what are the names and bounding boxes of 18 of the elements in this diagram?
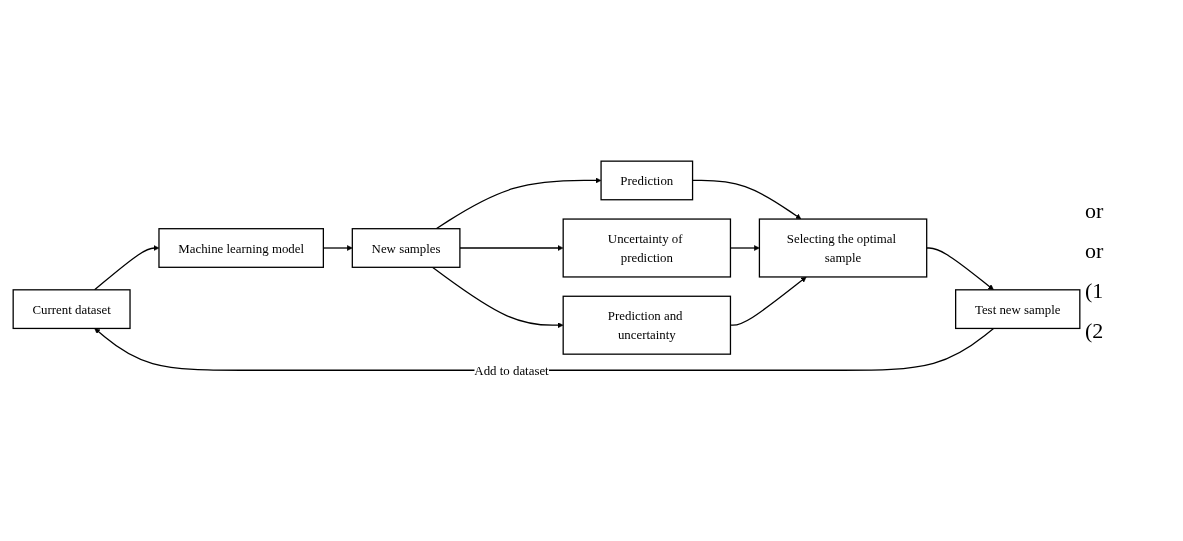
note-text: or <box>1085 197 1105 224</box>
node-box: Selecting the optimal sample <box>758 218 928 278</box>
node-box: New samples <box>351 228 461 268</box>
node-box: Test new sample <box>955 289 1081 330</box>
note-text: (1 <box>1085 277 1105 304</box>
node-box: Uncertainty of prediction <box>562 218 732 278</box>
arrow <box>459 245 564 251</box>
node-box: Prediction <box>600 160 694 201</box>
arrow <box>926 247 994 291</box>
node-box: Current dataset <box>12 289 131 330</box>
arrow <box>435 177 602 230</box>
arrow <box>94 327 995 371</box>
node-box: Machine learning model <box>158 228 324 268</box>
edge-label: Add to dataset <box>474 363 549 378</box>
arrow <box>431 266 564 328</box>
note-text: (2 <box>1085 317 1105 344</box>
note-text: or <box>1085 237 1105 264</box>
node-box: Prediction and uncertainty <box>562 295 732 355</box>
